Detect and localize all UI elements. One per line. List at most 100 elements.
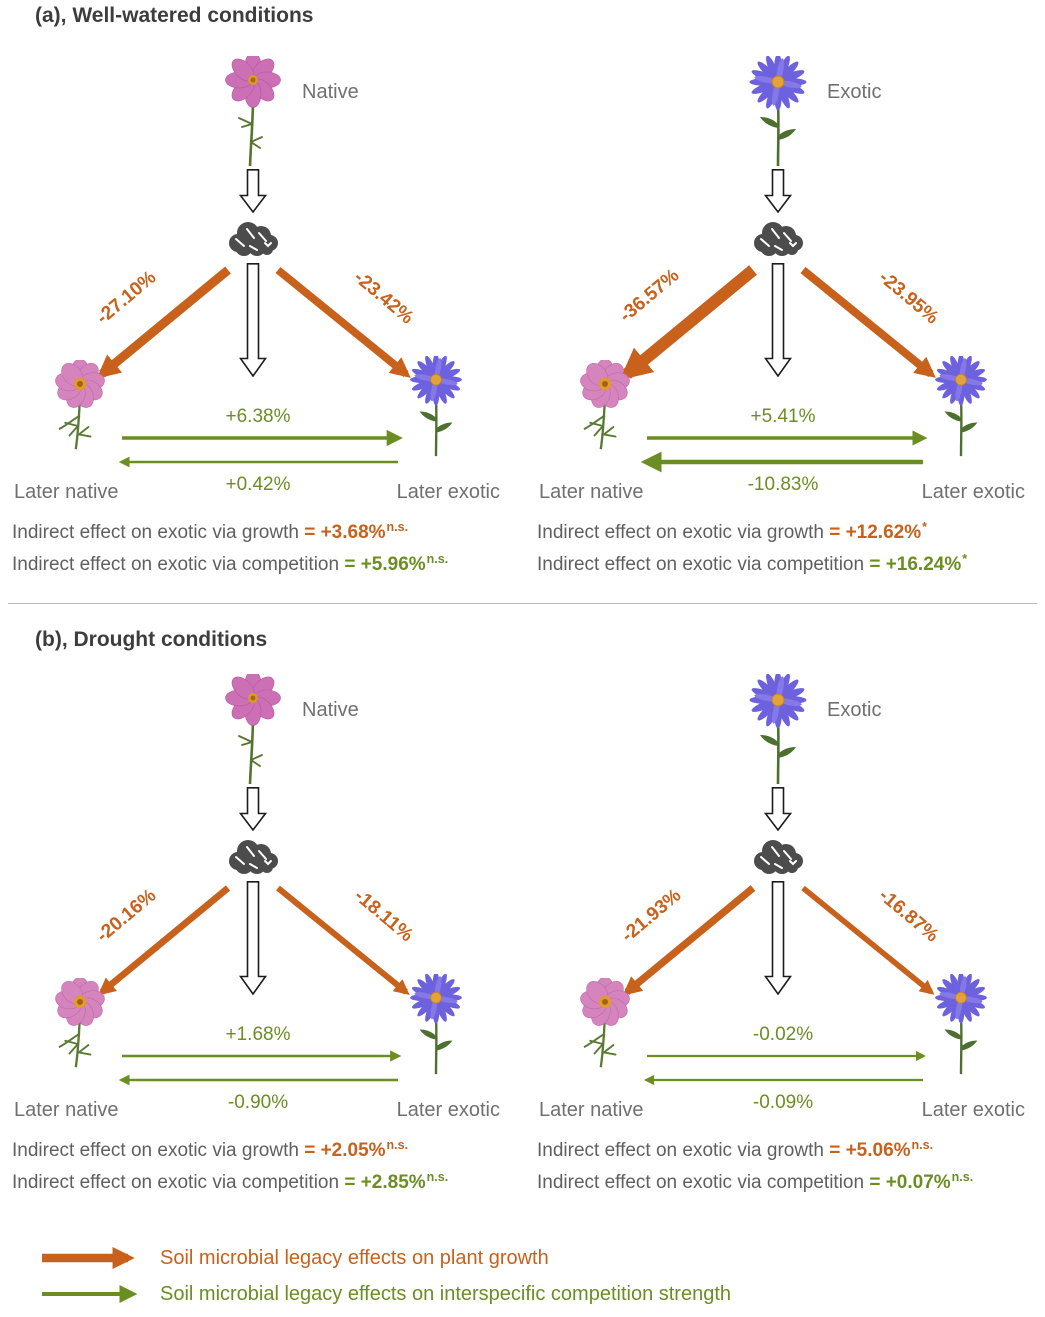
- exotic-plant-icon: [748, 56, 808, 168]
- legend-growth-label: Soil microbial legacy effects on plant g…: [160, 1246, 549, 1269]
- soil-microbes-icon: [745, 834, 811, 880]
- later-exotic-label: Later exotic: [397, 481, 500, 503]
- later-native-label: Later native: [14, 481, 119, 503]
- indirect-growth-label: Indirect effect on exotic via growth: [537, 1140, 824, 1161]
- later-exotic-label: Later exotic: [397, 1099, 500, 1121]
- panel-b-title: (b), Drought conditions: [35, 628, 268, 651]
- indirect-growth-value: = +12.62%: [829, 522, 922, 543]
- indirect-growth-label: Indirect effect on exotic via growth: [537, 522, 824, 543]
- indirect-growth-value: = +2.05%: [304, 1140, 386, 1161]
- indirect-competition-label: Indirect effect on exotic via competitio…: [537, 554, 865, 575]
- growth-arrow-to-exotic: [801, 885, 935, 995]
- indirect-competition-sig: n.s.: [426, 1169, 449, 1184]
- indirect-competition-label: Indirect effect on exotic via competitio…: [537, 1172, 865, 1193]
- legend-competition-arrow-icon: [42, 1285, 138, 1303]
- diagram-b-native: Native -20.16% -18.11% +1.68% -0.90% Lat…: [2, 658, 518, 1248]
- competition-pct-top: +5.41%: [751, 406, 816, 427]
- growth-pct-exotic: -16.87%: [875, 885, 943, 947]
- native-plant-icon: [224, 674, 282, 786]
- soil-microbes-icon: [745, 216, 811, 262]
- later-exotic-plant-icon: [933, 974, 989, 1076]
- growth-arrow-to-native: [619, 265, 757, 381]
- indirect-growth-line: Indirect effect on exotic via growth = +…: [12, 519, 448, 544]
- growth-pct-native: -20.16%: [93, 885, 161, 947]
- competition-pct-top: -0.02%: [753, 1024, 813, 1045]
- growth-arrow-to-exotic: [800, 266, 936, 378]
- soil-microbes-icon: [220, 216, 286, 262]
- growth-pct-native: -36.57%: [616, 265, 684, 327]
- later-native-plant-icon: [577, 360, 633, 451]
- legend-growth-arrow-icon: [42, 1246, 135, 1270]
- native-plant-icon: [224, 56, 282, 168]
- indirect-competition-sig: *: [962, 551, 968, 566]
- later-exotic-plant-icon: [408, 356, 464, 458]
- competition-pct-bottom: -10.83%: [748, 474, 819, 495]
- growth-arrow-to-native: [97, 885, 231, 996]
- indirect-growth-value: = +5.06%: [829, 1140, 911, 1161]
- competition-pct-bottom: -0.90%: [228, 1092, 288, 1113]
- indirect-competition-line: Indirect effect on exotic via competitio…: [12, 1169, 449, 1194]
- indirect-growth-line: Indirect effect on exotic via growth = +…: [537, 519, 967, 544]
- indirect-competition-label: Indirect effect on exotic via competitio…: [12, 554, 340, 575]
- later-exotic-plant-icon: [933, 356, 989, 458]
- indirect-competition-label: Indirect effect on exotic via competitio…: [12, 1172, 340, 1193]
- soil-microbes-icon: [220, 834, 286, 880]
- plant-to-soil-arrow-icon: [764, 169, 792, 213]
- growth-pct-exotic: -18.11%: [350, 885, 417, 946]
- legend-row-competition: Soil microbial legacy effects on intersp…: [38, 1276, 731, 1312]
- top-plant-label: Exotic: [827, 81, 881, 103]
- indirect-effects: Indirect effect on exotic via growth = +…: [537, 519, 968, 586]
- competition-pct-bottom: +0.42%: [226, 474, 291, 495]
- indirect-growth-value: = +3.68%: [304, 522, 386, 543]
- legend-competition-label: Soil microbial legacy effects on intersp…: [160, 1282, 732, 1305]
- diagram-b-exotic: Exotic -21.93% -16.87% -0.02% -0.09% Lat…: [527, 658, 1043, 1248]
- growth-arrow-to-native: [96, 266, 231, 379]
- later-native-label: Later native: [14, 1099, 119, 1121]
- legend: Soil microbial legacy effects on plant g…: [38, 1240, 731, 1312]
- later-native-plant-icon: [52, 360, 108, 451]
- later-native-label: Later native: [539, 481, 644, 503]
- indirect-growth-line: Indirect effect on exotic via growth = +…: [537, 1137, 973, 1162]
- growth-pct-native: -21.93%: [618, 885, 686, 947]
- indirect-growth-sig: *: [922, 519, 927, 534]
- diagram-a-native: Native -27.10% -23.42% +6.38% +0.42% Lat…: [2, 40, 518, 630]
- soil-legacy-arrow-icon: [239, 263, 267, 377]
- soil-legacy-arrow-icon: [764, 263, 792, 377]
- indirect-growth-sig: n.s.: [386, 1137, 409, 1152]
- growth-arrow-to-native: [622, 885, 756, 996]
- indirect-competition-value: = +16.24%: [869, 554, 962, 575]
- top-plant-label: Exotic: [827, 699, 881, 721]
- indirect-competition-value: = +0.07%: [869, 1172, 951, 1193]
- soil-legacy-arrow-icon: [764, 881, 792, 995]
- diagram-a-exotic: Exotic -36.57% -23.95% +5.41% -10.83% La…: [527, 40, 1043, 630]
- growth-pct-native: -27.10%: [93, 267, 161, 329]
- indirect-effects: Indirect effect on exotic via growth = +…: [537, 1137, 974, 1204]
- legend-row-growth: Soil microbial legacy effects on plant g…: [38, 1240, 731, 1276]
- indirect-competition-line: Indirect effect on exotic via competitio…: [12, 551, 449, 576]
- panel-divider: [8, 603, 1037, 604]
- later-exotic-label: Later exotic: [922, 1099, 1025, 1121]
- indirect-effects: Indirect effect on exotic via growth = +…: [12, 1137, 449, 1204]
- indirect-growth-label: Indirect effect on exotic via growth: [12, 522, 299, 543]
- top-plant-label: Native: [302, 699, 359, 721]
- later-exotic-plant-icon: [408, 974, 464, 1076]
- plant-to-soil-arrow-icon: [764, 787, 792, 831]
- indirect-competition-value: = +5.96%: [344, 554, 426, 575]
- top-plant-label: Native: [302, 81, 359, 103]
- indirect-competition-sig: n.s.: [951, 1169, 974, 1184]
- plant-to-soil-arrow-icon: [239, 169, 267, 213]
- indirect-growth-sig: n.s.: [911, 1137, 934, 1152]
- competition-pct-top: +6.38%: [226, 406, 291, 427]
- indirect-growth-sig: n.s.: [386, 519, 409, 534]
- indirect-competition-sig: n.s.: [426, 551, 449, 566]
- indirect-growth-label: Indirect effect on exotic via growth: [12, 1140, 299, 1161]
- competition-pct-bottom: -0.09%: [753, 1092, 813, 1113]
- soil-legacy-arrow-icon: [239, 881, 267, 995]
- plant-to-soil-arrow-icon: [239, 787, 267, 831]
- competition-pct-top: +1.68%: [226, 1024, 291, 1045]
- indirect-growth-line: Indirect effect on exotic via growth = +…: [12, 1137, 448, 1162]
- growth-pct-exotic: -23.95%: [875, 267, 943, 329]
- later-native-label: Later native: [539, 1099, 644, 1121]
- growth-arrow-to-exotic: [276, 885, 410, 995]
